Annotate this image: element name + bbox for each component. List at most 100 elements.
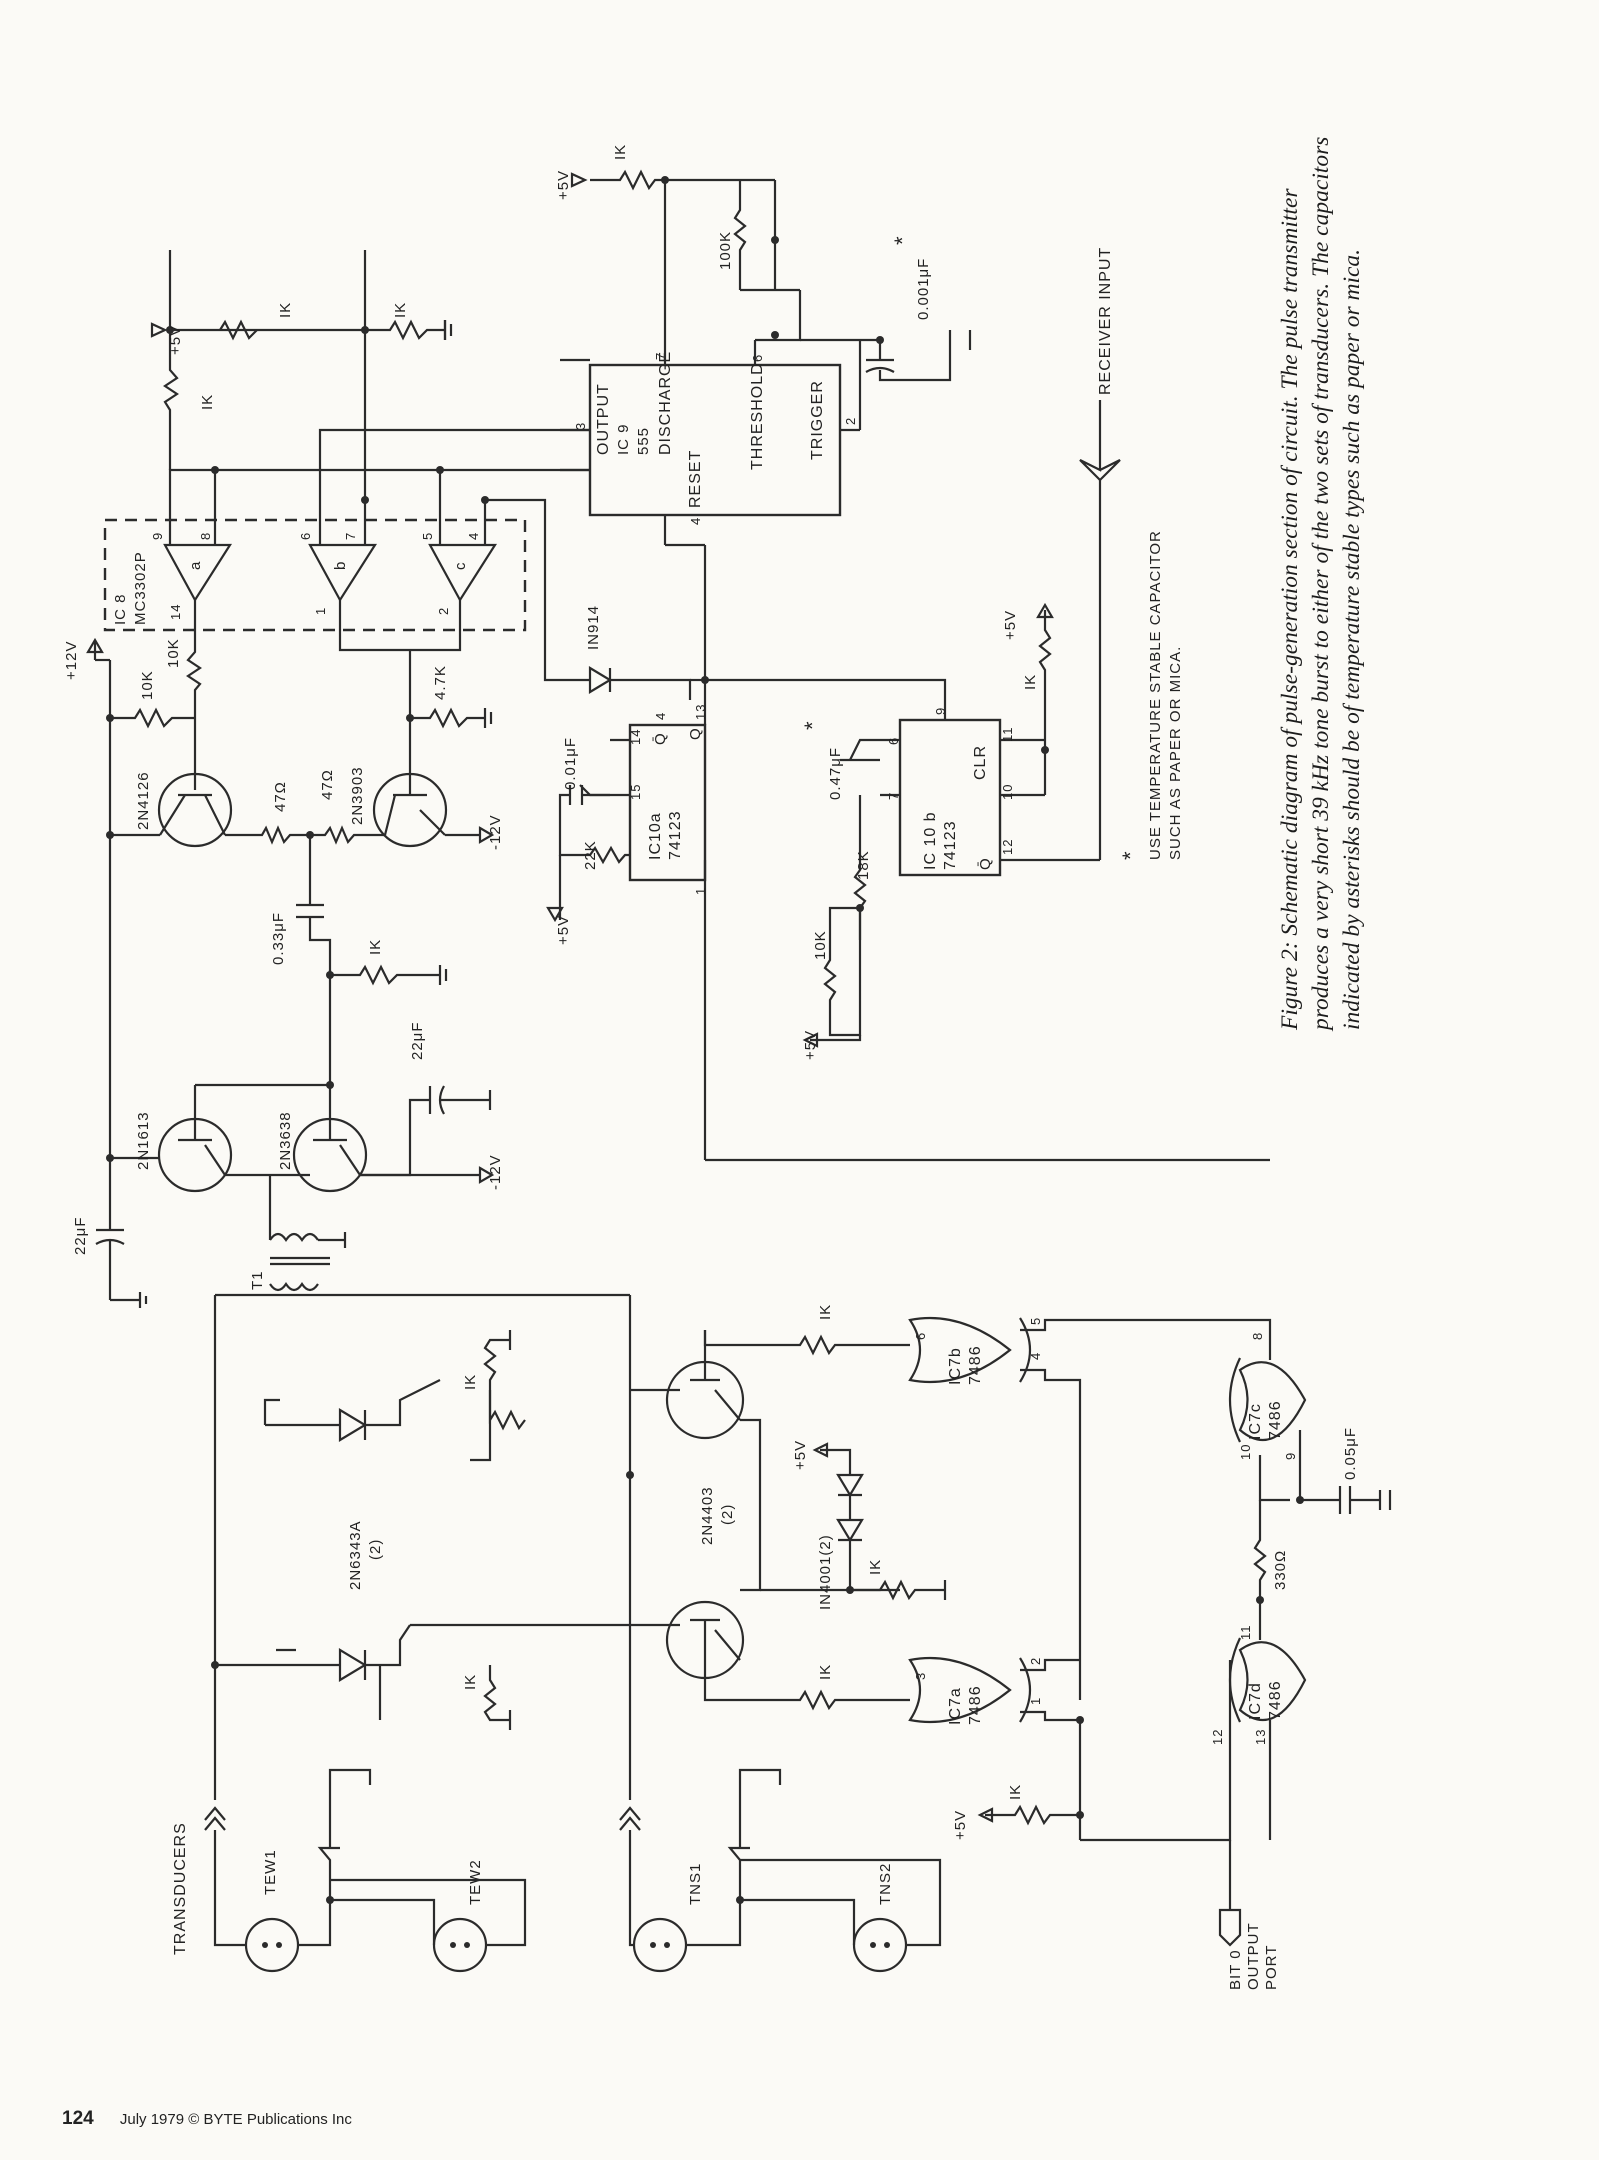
ic8-package xyxy=(103,518,527,632)
ic7b-label-1: IC7b xyxy=(947,1347,964,1385)
ic7c-label-1: IC7c xyxy=(1247,1403,1264,1440)
ic10b-pin-11: 11 xyxy=(1000,727,1015,743)
ic10b-pin-9: 9 xyxy=(933,707,948,715)
figure-caption: Figure 2: Schematic diagram of pulse-gen… xyxy=(1277,136,1365,1030)
reset-net xyxy=(665,543,947,720)
r-10k-upper xyxy=(110,707,195,729)
ic7c-label-2: 7486 xyxy=(1267,1400,1284,1440)
q-2n4403-label: 2N4403 xyxy=(699,1486,716,1545)
c-22uf-right xyxy=(360,1085,492,1177)
q-2n1613-label: 2N1613 xyxy=(135,1111,152,1170)
ic9-pin-4: 4 xyxy=(688,517,703,525)
ic10b-74123 xyxy=(840,602,1100,940)
r-47-pair xyxy=(225,825,385,975)
note-line-2: SUCH AS PAPER OR MICA. xyxy=(1167,646,1184,860)
ic10b-qbar: Q̄ xyxy=(977,857,994,870)
r-100k-label: 100K xyxy=(717,231,734,270)
plus12v-label: +12V xyxy=(63,641,80,680)
r-22k-label: 22K xyxy=(582,840,599,870)
q-2n3638-label: 2N3638 xyxy=(277,1111,294,1170)
bit0-label-3: PORT xyxy=(1263,1945,1280,1990)
pot-10k-label: 10K xyxy=(812,930,829,960)
ic9-555 xyxy=(560,340,860,545)
diode-in4001 xyxy=(812,1442,947,1601)
q-2n4403-upper xyxy=(488,1330,762,1470)
ic9-output: OUTPUT xyxy=(595,383,612,455)
c-033uf-label: 0.33μF xyxy=(270,912,287,965)
ic10a-pin-1: 1 xyxy=(693,887,708,895)
transformer-t1 xyxy=(268,1175,347,1292)
ic10a-label-2: 74123 xyxy=(667,811,684,861)
plus5v-label-diode: +5V xyxy=(792,1440,809,1470)
ground-symbols xyxy=(276,320,1392,1652)
page-number: 124 xyxy=(62,2108,94,2129)
ic10b-pin-12: 12 xyxy=(1000,839,1015,855)
ic7b-pin-4: 4 xyxy=(1028,1352,1043,1360)
ic10a-pin-4: 4 xyxy=(653,712,668,720)
r-10k-upper-label: 10K xyxy=(139,670,156,700)
r-1k-div-a: IK xyxy=(199,394,216,410)
pot-10k-ic10b xyxy=(802,906,862,1048)
ic10b-pin-10: 10 xyxy=(1000,784,1015,800)
tew2-label: TEW2 xyxy=(467,1859,484,1905)
plus5v-label-top: +5V xyxy=(167,325,184,355)
r-1k-div-b: IK xyxy=(277,302,294,318)
r-4-7k-label: 4.7K xyxy=(432,665,449,700)
ic8-pin-1: 1 xyxy=(313,607,328,615)
ic10a-pin-15: 15 xyxy=(628,784,643,800)
q-2n1613 xyxy=(110,1085,233,1193)
r-4-7k xyxy=(406,650,493,729)
ic7d-pin-12: 12 xyxy=(1210,1729,1225,1745)
r-47-a-label: 47Ω xyxy=(272,781,289,812)
scr-label: 2N6343A xyxy=(347,1520,364,1590)
ic10a-label-1: IC10a xyxy=(647,812,664,860)
r-1k-diode-label: IK xyxy=(867,1559,884,1575)
r-1k-555-label: IK xyxy=(612,144,629,160)
page-footer: 124 July 1979 © BYTE Publications Inc xyxy=(62,2108,352,2130)
ic7c-pin-9: 9 xyxy=(1283,1452,1298,1460)
comparator-a xyxy=(163,543,233,603)
ic10b-label-2: 74123 xyxy=(942,821,959,871)
r-47-b-label: 47Ω xyxy=(319,769,336,800)
r-1k-gate-a: IK xyxy=(462,1374,479,1390)
plus5v-label-pot: +5V xyxy=(802,1030,819,1060)
ic9-discharge: DISCHARGE xyxy=(657,351,674,455)
ic9-trigger: TRIGGER xyxy=(809,380,826,460)
minus12v-label-b: -12V xyxy=(487,1154,504,1190)
ic9-label-1: IC 9 xyxy=(615,423,632,455)
ic7a-pin-3: 3 xyxy=(913,1672,928,1680)
c-22uf-left-label: 22μF xyxy=(72,1217,89,1256)
ic7b-pin-6: 6 xyxy=(913,1332,928,1340)
ic8-pin-5: 5 xyxy=(420,532,435,540)
ic9-pin-6: 6 xyxy=(750,354,765,362)
q-2n3903-label: 2N3903 xyxy=(349,766,366,825)
ic7a-label-2: 7486 xyxy=(967,1685,984,1725)
ic7b-pin-5: 5 xyxy=(1028,1317,1043,1325)
r-1k-driver-a: IK xyxy=(817,1304,834,1320)
ic9-pin-7: 7 xyxy=(653,352,668,360)
ic7-pullup xyxy=(977,1716,1084,1826)
transducers-label: TRANSDUCERS xyxy=(172,1822,189,1955)
transducer-wiring xyxy=(204,1293,942,1947)
r-330-label: 330Ω xyxy=(1272,1550,1289,1590)
ic7d-label-1: IC7d xyxy=(1247,1682,1264,1720)
bit0-label-1: BIT 0 xyxy=(1227,1949,1244,1990)
ic8-pin-4: 4 xyxy=(466,532,481,540)
ic10a-pin-13: 13 xyxy=(693,704,708,720)
plus5v-label-pullup: +5V xyxy=(952,1810,969,1840)
ic10b-clr: CLR xyxy=(972,745,989,780)
ic10a-q: Q xyxy=(687,727,704,740)
tns1-label: TNS1 xyxy=(687,1863,704,1905)
ic9-reset: RESET xyxy=(687,450,704,508)
ic10b-label-1: IC 10 b xyxy=(922,811,939,870)
ic10a-qbar: Q̄ xyxy=(652,732,669,745)
ic10a-pin-14: 14 xyxy=(628,729,643,745)
plus5v-label-ic10a: +5V xyxy=(555,915,572,945)
transducer-tew1 xyxy=(244,1917,300,1973)
note-star: * xyxy=(1118,850,1143,860)
c-0001uf-star: * xyxy=(890,235,915,245)
r-1k-gate-b: IK xyxy=(462,1674,479,1690)
ic7b-label-2: 7486 xyxy=(967,1345,984,1385)
c-0001uf-label: 0.001μF xyxy=(915,258,932,320)
